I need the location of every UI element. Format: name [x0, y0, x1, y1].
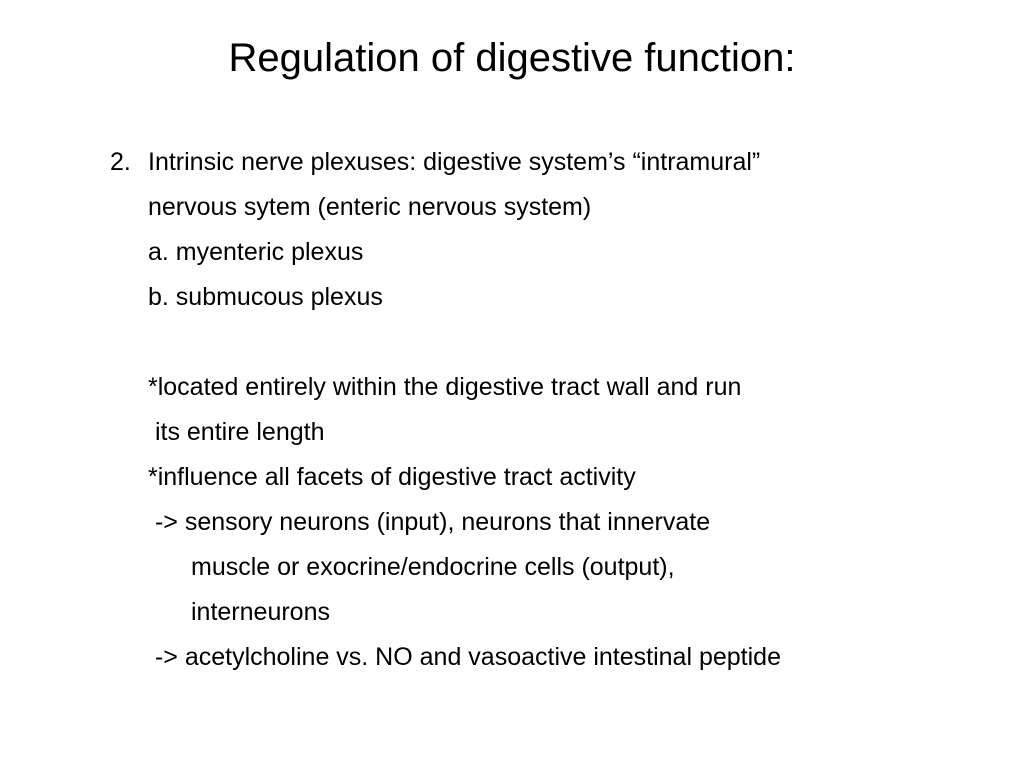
body-line-5: *located entirely within the digestive t… — [148, 373, 742, 401]
body-line-7: *influence all facets of digestive tract… — [148, 463, 636, 491]
body-line-6: its entire length — [148, 418, 325, 446]
body-line-1: Intrinsic nerve plexuses: digestive syst… — [148, 148, 761, 176]
body-line-9: muscle or exocrine/endocrine cells (outp… — [191, 553, 675, 581]
body-line-4: b. submucous plexus — [148, 283, 383, 311]
body-line-2: nervous sytem (enteric nervous system) — [148, 193, 592, 221]
body-line-11: -> acetylcholine vs. NO and vasoactive i… — [148, 643, 781, 671]
body-line-3: a. myenteric plexus — [148, 238, 364, 266]
body-line-8: -> sensory neurons (input), neurons that… — [148, 508, 711, 536]
slide-title: Regulation of digestive function: — [228, 36, 796, 80]
body-line-10: interneurons — [191, 598, 330, 626]
list-number: 2. — [110, 148, 131, 176]
